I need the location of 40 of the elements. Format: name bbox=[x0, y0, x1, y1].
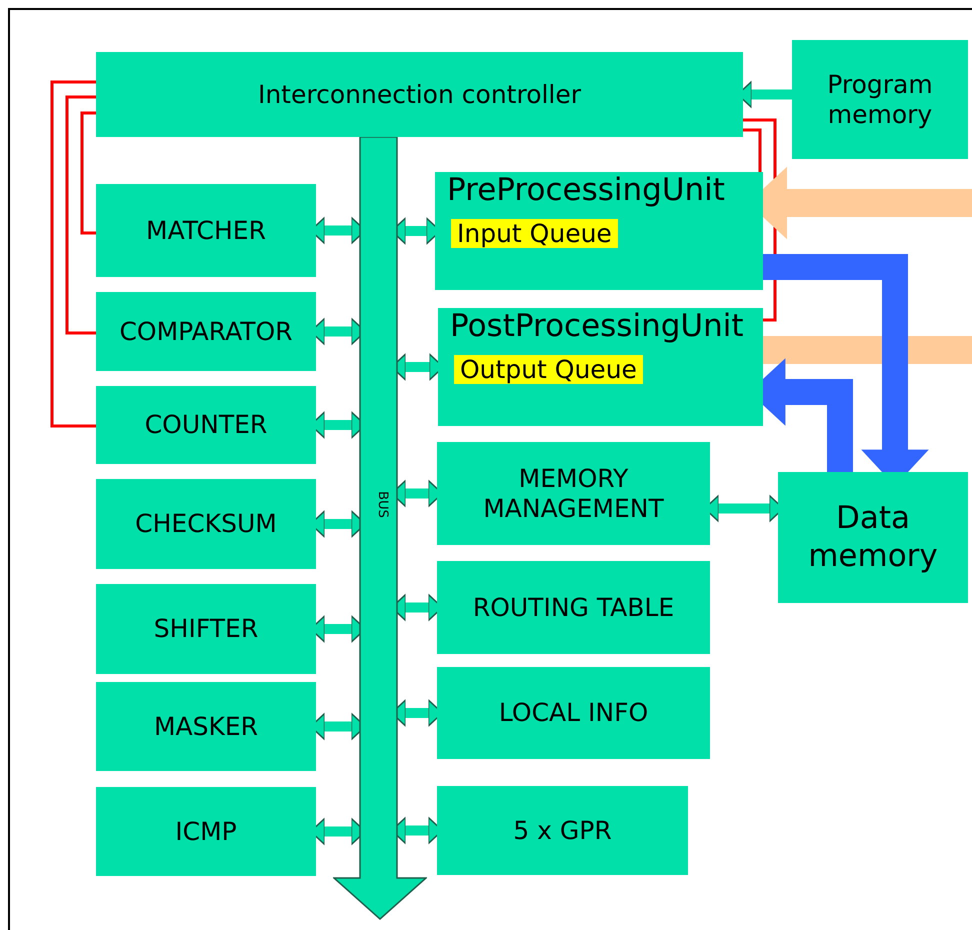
process-box bbox=[96, 584, 316, 674]
box-label: Data memory bbox=[807, 500, 939, 575]
box-label: SHIFTER bbox=[154, 614, 258, 644]
process-box bbox=[438, 308, 763, 426]
box-label: ROUTING TABLE bbox=[472, 592, 674, 622]
process-box bbox=[96, 682, 316, 771]
process-box bbox=[437, 786, 688, 875]
box-label: MATCHER bbox=[146, 216, 266, 246]
connector-line bbox=[80, 112, 96, 234]
box-label: MEMORY MANAGEMENT bbox=[482, 464, 665, 524]
queue-label: Input Queue bbox=[451, 219, 618, 248]
bus-label: BUS bbox=[374, 491, 390, 518]
process-box bbox=[435, 172, 763, 290]
box-label: 5 x GPR bbox=[513, 816, 612, 846]
connector-line bbox=[743, 128, 762, 172]
process-box bbox=[96, 52, 743, 137]
box-label: MASKER bbox=[154, 712, 258, 742]
process-box bbox=[792, 40, 968, 159]
bus-arrow bbox=[333, 137, 427, 920]
process-box bbox=[96, 184, 316, 277]
queue-label: Output Queue bbox=[454, 355, 643, 384]
box-label: PostProcessingUnit bbox=[450, 308, 744, 346]
box-label: COUNTER bbox=[144, 410, 268, 440]
box-label: ICMP bbox=[175, 816, 237, 846]
process-box bbox=[96, 479, 316, 569]
box-label: Program memory bbox=[826, 70, 934, 130]
box-label: COMPARATOR bbox=[119, 316, 293, 346]
box-label: PreProcessingUnit bbox=[447, 172, 725, 210]
process-box bbox=[96, 292, 316, 371]
process-box bbox=[778, 472, 968, 603]
connector-line bbox=[50, 80, 96, 428]
box-label: LOCAL INFO bbox=[498, 698, 648, 728]
connector-line bbox=[66, 96, 96, 334]
process-box bbox=[437, 442, 710, 545]
process-box bbox=[437, 561, 710, 654]
process-box bbox=[96, 787, 316, 876]
box-label: Interconnection controller bbox=[258, 80, 582, 110]
process-box bbox=[96, 386, 316, 464]
box-label: CHECKSUM bbox=[135, 509, 277, 539]
process-box bbox=[437, 667, 710, 759]
